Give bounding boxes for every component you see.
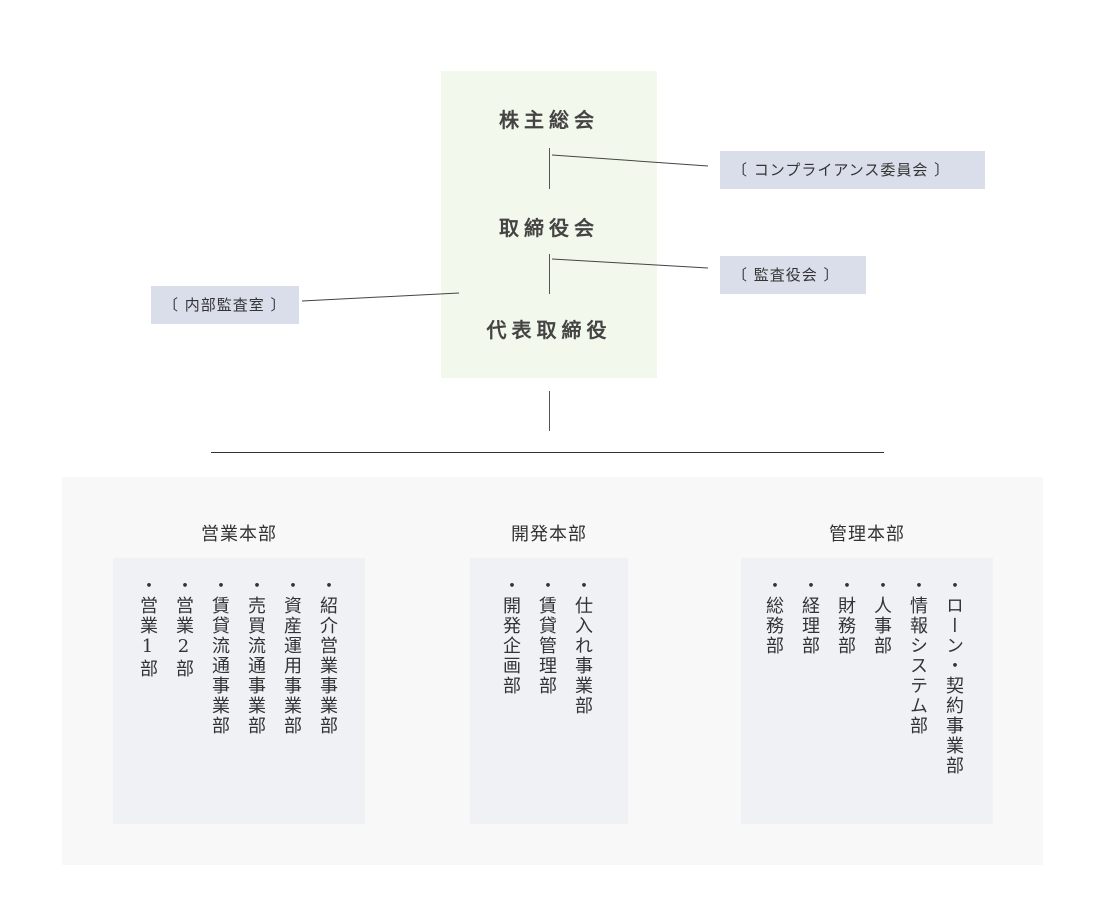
divisions-area: 営業本部 ・営業1部 ・営業2部 ・賃貸流通事業部 ・売買流通事業部 ・資産運用…: [62, 477, 1043, 865]
division-title-sales: 営業本部: [201, 524, 277, 545]
shareholders-meeting: 株主総会: [499, 108, 599, 132]
department-item: ・情報システム部: [907, 576, 928, 736]
board-of-auditors: 〔 監査役会 〕: [720, 256, 866, 294]
connector-board-representative: [549, 254, 550, 294]
division-box-sales: ・営業1部 ・営業2部 ・賃貸流通事業部 ・売買流通事業部 ・資産運用事業部 ・…: [113, 558, 365, 824]
department-item: ・開発企画部: [500, 576, 521, 696]
internal-audit-office: 〔 内部監査室 〕: [151, 286, 299, 324]
department-item: ・賃貸管理部: [536, 576, 557, 696]
connector-internal-audit: [301, 292, 460, 302]
department-item: ・賃貸流通事業部: [209, 576, 230, 736]
division-box-administration: ・総務部 ・経理部 ・財務部 ・人事部 ・情報システム部 ・ローン・契約事業部: [741, 558, 993, 824]
divisions-branch-line: [211, 452, 884, 453]
department-item: ・売買流通事業部: [245, 576, 266, 736]
department-item: ・ローン・契約事業部: [943, 576, 964, 776]
division-box-development: ・開発企画部 ・賃貸管理部 ・仕入れ事業部: [470, 558, 628, 824]
compliance-committee: 〔 コンプライアンス委員会 〕: [720, 151, 985, 189]
department-item: ・経理部: [799, 576, 820, 656]
board-of-directors: 取締役会: [499, 216, 599, 240]
department-item: ・紹介営業事業部: [317, 576, 338, 736]
department-item: ・財務部: [835, 576, 856, 656]
department-item: ・営業2部: [173, 576, 194, 679]
representative-director: 代表取締役: [486, 318, 612, 342]
governance-column: 株主総会 取締役会 代表取締役: [441, 71, 657, 378]
connector-shareholders-board: [549, 148, 550, 189]
department-item: ・人事部: [871, 576, 892, 656]
division-title-administration: 管理本部: [829, 524, 905, 545]
department-item: ・総務部: [763, 576, 784, 656]
department-item: ・仕入れ事業部: [572, 576, 593, 716]
department-item: ・資産運用事業部: [281, 576, 302, 736]
department-item: ・営業1部: [137, 576, 158, 679]
division-title-development: 開発本部: [511, 524, 587, 545]
connector-representative-divisions: [549, 391, 550, 431]
